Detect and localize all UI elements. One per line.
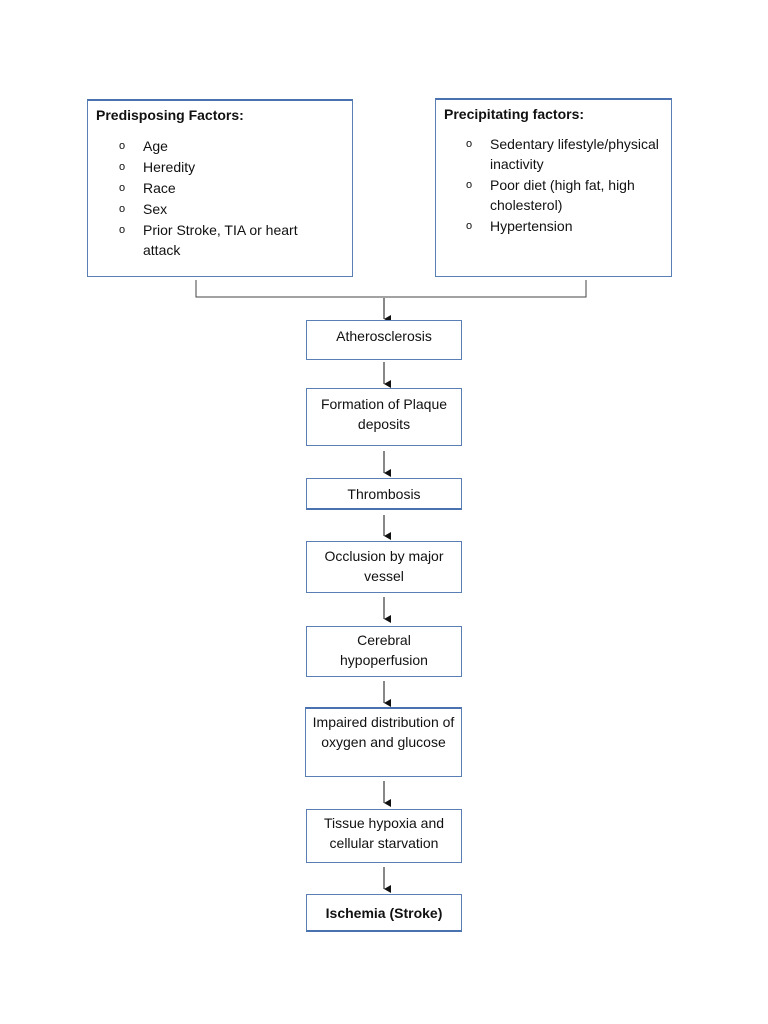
step-vessel-occlusion: Occlusion by major vessel [306,541,462,593]
bullet-icon: o [119,224,126,236]
bullet-icon: o [119,182,126,194]
step-label: Cerebral hypoperfusion [340,632,428,668]
list-item-label: Sex [143,201,168,217]
step-label: Occlusion by major vessel [324,548,444,584]
bullet-icon: o [119,203,126,215]
step-label: Tissue hypoxia and cellular starvation [323,815,445,851]
step-thrombosis: Thrombosis [306,478,462,510]
factor-bracket [195,280,587,298]
step-tissue-hypoxia: Tissue hypoxia and cellular starvation [306,809,462,863]
list-item: o Heredity [119,157,329,177]
bullet-icon: o [466,220,473,232]
list-item-label: Sedentary lifestyle/physical inactivity [490,136,659,172]
step-label: Ischemia (Stroke) [325,904,443,921]
step-label: Thrombosis [347,486,421,502]
bullet-icon: o [466,138,473,150]
step-label: Atherosclerosis [336,328,432,344]
list-item: o Prior Stroke, TIA or heart attack [119,220,329,260]
precipitating-factors-title: Precipitating factors: [444,106,585,122]
list-item-label: Prior Stroke, TIA or heart attack [143,222,298,258]
step-label: Impaired distribution of oxygen and gluc… [312,714,455,750]
list-item: o Poor diet (high fat, high cholesterol) [466,175,666,215]
bullet-icon: o [119,140,126,152]
list-item-label: Age [143,138,168,154]
bullet-icon: o [119,161,126,173]
list-item-label: Hypertension [490,218,573,234]
step-ischemia-stroke: Ischemia (Stroke) [306,894,462,932]
list-item-label: Poor diet (high fat, high cholesterol) [490,177,635,213]
precipitating-factors-box: Precipitating factors: o Sedentary lifest… [435,98,672,277]
list-item-label: Race [143,180,176,196]
predisposing-factors-title: Predisposing Factors: [96,107,244,123]
list-item: o Sex [119,199,329,219]
bullet-icon: o [466,179,473,191]
list-item: o Sedentary lifestyle/physical inactivity [466,134,666,174]
list-item-label: Heredity [143,159,196,175]
step-impaired-distribution: Impaired distribution of oxygen and gluc… [305,707,462,777]
step-label: Formation of Plaque deposits [320,396,448,432]
step-cerebral-hypoperfusion: Cerebral hypoperfusion [306,626,462,677]
list-item: o Age [119,136,329,156]
step-plaque-formation: Formation of Plaque deposits [306,388,462,446]
precipitating-factors-list: o Sedentary lifestyle/physical inactivity… [466,134,666,237]
list-item: o Race [119,178,329,198]
step-atherosclerosis: Atherosclerosis [306,320,462,360]
list-item: o Hypertension [466,216,666,236]
